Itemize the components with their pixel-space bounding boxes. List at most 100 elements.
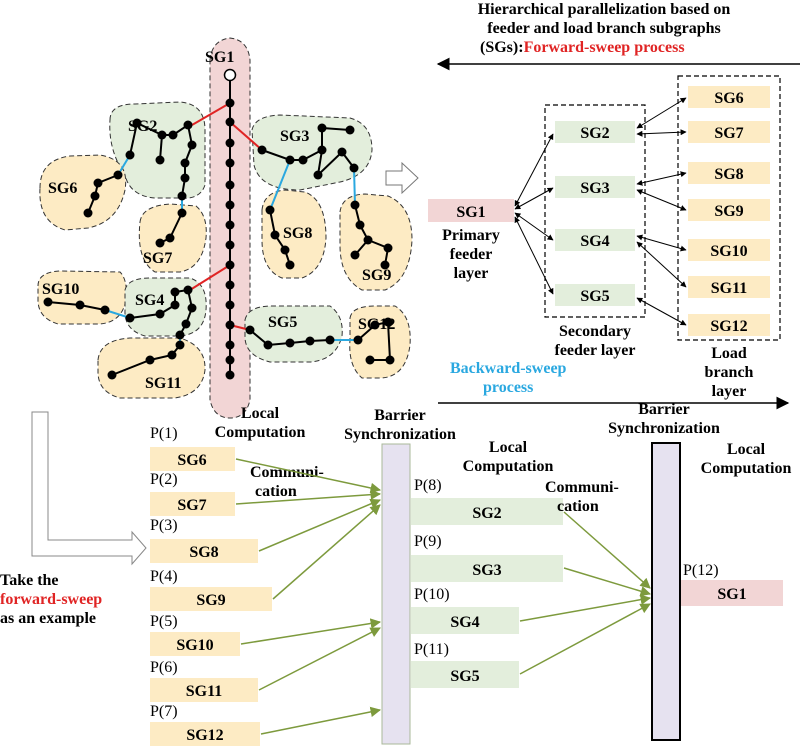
proc-p2: P(2) [150,471,178,488]
load-layer-label-2: branch [705,364,754,381]
net-label-sg3: SG3 [280,128,309,145]
stage2-box-sg5 [411,661,519,688]
stage3-label-sg1: SG1 [717,586,746,603]
title-line-3: (SGs):Forward-sweep process [480,39,685,56]
title-line-2: feeder and load branch subgraphs [487,20,721,37]
net-label-sg9: SG9 [362,267,391,284]
net-label-sg1: SG1 [205,49,234,66]
title-line-1: Hierarchical parallelization based on [478,1,731,18]
load-label-sg8: SG8 [714,166,743,183]
proc-p1: P(1) [150,425,178,442]
stage1-label-sg7: SG7 [177,497,206,514]
net-label-sg8: SG8 [283,225,312,242]
net-label-sg7: SG7 [143,250,172,267]
secondary-label-sg5: SG5 [580,288,609,305]
proc-p8: P(8) [414,477,442,494]
net-label-sg4: SG4 [135,292,164,309]
stage2-box-sg3 [411,555,563,582]
stage1-title-1: Local [241,405,280,422]
hierarchy: SG1 Primary feeder layer SG2 SG3 SG4 SG5… [428,75,790,410]
net-label-sg10: SG10 [42,281,79,298]
load-layer-label-3: layer [712,383,747,400]
barrier2-title-2: Synchronization [608,420,720,437]
example-line-1: Take the [0,572,59,589]
primary-secondary-links [514,133,554,295]
stage2-label-sg3: SG3 [472,562,501,579]
stage2-label-sg5: SG5 [450,668,479,685]
secondary-box-sg4 [555,229,635,251]
backward-label-2: process [483,379,533,396]
stage2-box-sg2 [411,498,563,525]
secondary-load-links [636,97,687,326]
link-sg3-sg9 [353,167,356,206]
example-line-3: as an example [0,610,96,627]
secondary-layer-label-2: feeder layer [555,342,636,359]
net-label-sg2: SG2 [128,118,157,135]
secondary-box-sg5 [555,284,635,306]
barrier2-title-1: Barrier [638,401,690,418]
proc-p9: P(9) [414,533,442,550]
stage3-box-sg1 [681,580,783,606]
stage1-label-sg8: SG8 [189,544,218,561]
net-label-sg12: SG12 [358,316,395,333]
secondary-label-sg4: SG4 [580,233,609,250]
secondary-label-sg3: SG3 [580,180,609,197]
secondary-label-sg2: SG2 [580,125,609,142]
secondary-box-sg3 [555,176,635,198]
load-box-sg9 [688,199,770,221]
comm1-line-2: cation [255,483,297,500]
load-box-sg8 [688,162,770,184]
comm2-line-2: cation [557,498,599,515]
header: Hierarchical parallelization based on fe… [436,1,800,71]
network-nodes [43,98,395,380]
stage2-label-sg4: SG4 [450,614,479,631]
comm1-arrows [235,458,382,735]
stage3-title-1: Local [727,441,766,458]
link-sg3-sg8 [269,159,291,211]
stage1-label-sg9: SG9 [196,592,225,609]
proc-p3: P(3) [150,517,178,534]
comm1-line-1: Communi- [250,464,324,481]
net-label-sg5: SG5 [268,314,297,331]
stage1-box-sg7 [150,492,235,516]
stage1-box-sg8 [150,539,258,563]
load-label-sg11: SG11 [711,280,747,297]
stage1-box-sg12 [150,722,260,746]
primary-layer-label-1: Primary [442,227,500,244]
proc-p6: P(6) [150,659,178,676]
stage1-box-sg10 [150,632,240,656]
net-label-sg6: SG6 [48,180,77,197]
proc-p12: P(12) [683,562,719,579]
net-label-sg11: SG11 [145,375,181,392]
network-graph: SG1 SG2 SG3 SG4 SG5 SG6 SG7 SG8 SG9 SG10… [37,37,413,419]
network-labels: SG1 SG2 SG3 SG4 SG5 SG6 SG7 SG8 SG9 SG10… [42,49,395,392]
stage3-title-2: Computation [701,460,792,477]
proc-p10: P(10) [414,586,450,603]
link-sg1-sg4 [189,264,231,291]
comm2-arrows [519,511,652,675]
parallel-section: Take the forward-sweep as an example Loc… [0,401,791,746]
barrier1-bar [381,443,411,745]
secondary-box-sg2 [555,121,635,143]
load-box-sg12 [688,314,770,336]
load-label-sg6: SG6 [714,90,743,107]
stage2-box-sg4 [411,607,519,634]
sg6-edges [87,174,119,214]
stage1-box-sg6 [150,447,235,471]
proc-p5: P(5) [150,613,178,630]
load-box-sg6 [688,86,770,108]
outline-arrow-down-right [31,411,147,566]
primary-sg1-label: SG1 [456,204,485,221]
primary-sg1-box [428,199,514,222]
sg8-edges [269,209,291,266]
link-sg1-sg3 [229,121,263,151]
proc-p11: P(11) [414,641,449,658]
stage1-label-sg10: SG10 [176,637,213,654]
backward-label-1: Backward-sweep [450,360,567,377]
comm2-line-1: Communi- [545,479,619,496]
barrier2-bar [651,442,681,741]
stage2-label-sg2: SG2 [472,505,501,522]
root-node [223,68,237,82]
